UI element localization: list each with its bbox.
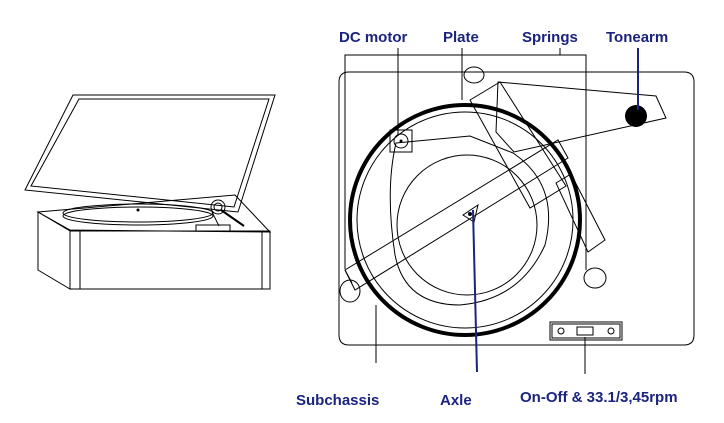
springs-bracket: [344, 54, 587, 270]
spring-right: [583, 267, 607, 289]
label-switch: On-Off & 33.1/3,45rpm: [520, 389, 678, 406]
subchassis-arm: [469, 81, 567, 209]
tonearm-rest-iso: [211, 211, 220, 227]
subchassis-arm-lower: [555, 173, 606, 253]
plinth-outline: [338, 71, 695, 346]
platter-circle: [348, 103, 582, 337]
label-dc-motor: DC motor: [339, 29, 407, 46]
dc-motor-pulley: [393, 133, 409, 149]
lid-inner: [30, 98, 270, 208]
subchassis-band-lower: [344, 139, 569, 291]
control-strip-iso: [195, 224, 231, 232]
subchassis-stub: [344, 269, 353, 284]
tonearm-iso: [220, 209, 245, 227]
tonearm-base-iso: [210, 199, 226, 215]
tonearm-pivot-iso: [213, 202, 223, 212]
turntable-top-view: [338, 66, 695, 346]
dc-motor-box: [389, 129, 413, 153]
leader-lines: [344, 48, 639, 374]
switch-panel: [549, 321, 623, 341]
axle-leader: [472, 209, 478, 373]
label-plate: Plate: [443, 29, 479, 46]
switch-panel-inner: [551, 323, 621, 339]
label-subchassis: Subchassis: [296, 392, 379, 409]
axle-triangle: [462, 203, 479, 223]
sub-platter: [396, 154, 538, 296]
spring-left: [339, 279, 361, 303]
label-springs: Springs: [522, 29, 578, 46]
platter-iso-rim: [62, 206, 214, 226]
lid-outer: [24, 94, 276, 213]
plinth-side: [37, 211, 71, 290]
switch-button-right: [607, 327, 615, 335]
label-axle: Axle: [440, 392, 472, 409]
switch-slider: [576, 326, 594, 336]
axle-point: [468, 212, 472, 216]
tonearm-board: [495, 81, 667, 153]
turntable-isometric-view: [24, 94, 276, 290]
spindle-iso: [136, 208, 140, 212]
spring-top: [463, 66, 485, 84]
tonearm-weight: [625, 105, 647, 127]
label-tonearm: Tonearm: [606, 29, 668, 46]
switch-button-left: [557, 327, 565, 335]
dc-motor-spindle: [399, 139, 403, 143]
plinth-front: [69, 230, 271, 290]
drive-belt: [389, 135, 550, 306]
platter-inner-rim: [356, 111, 574, 329]
plinth-top: [36, 194, 272, 233]
